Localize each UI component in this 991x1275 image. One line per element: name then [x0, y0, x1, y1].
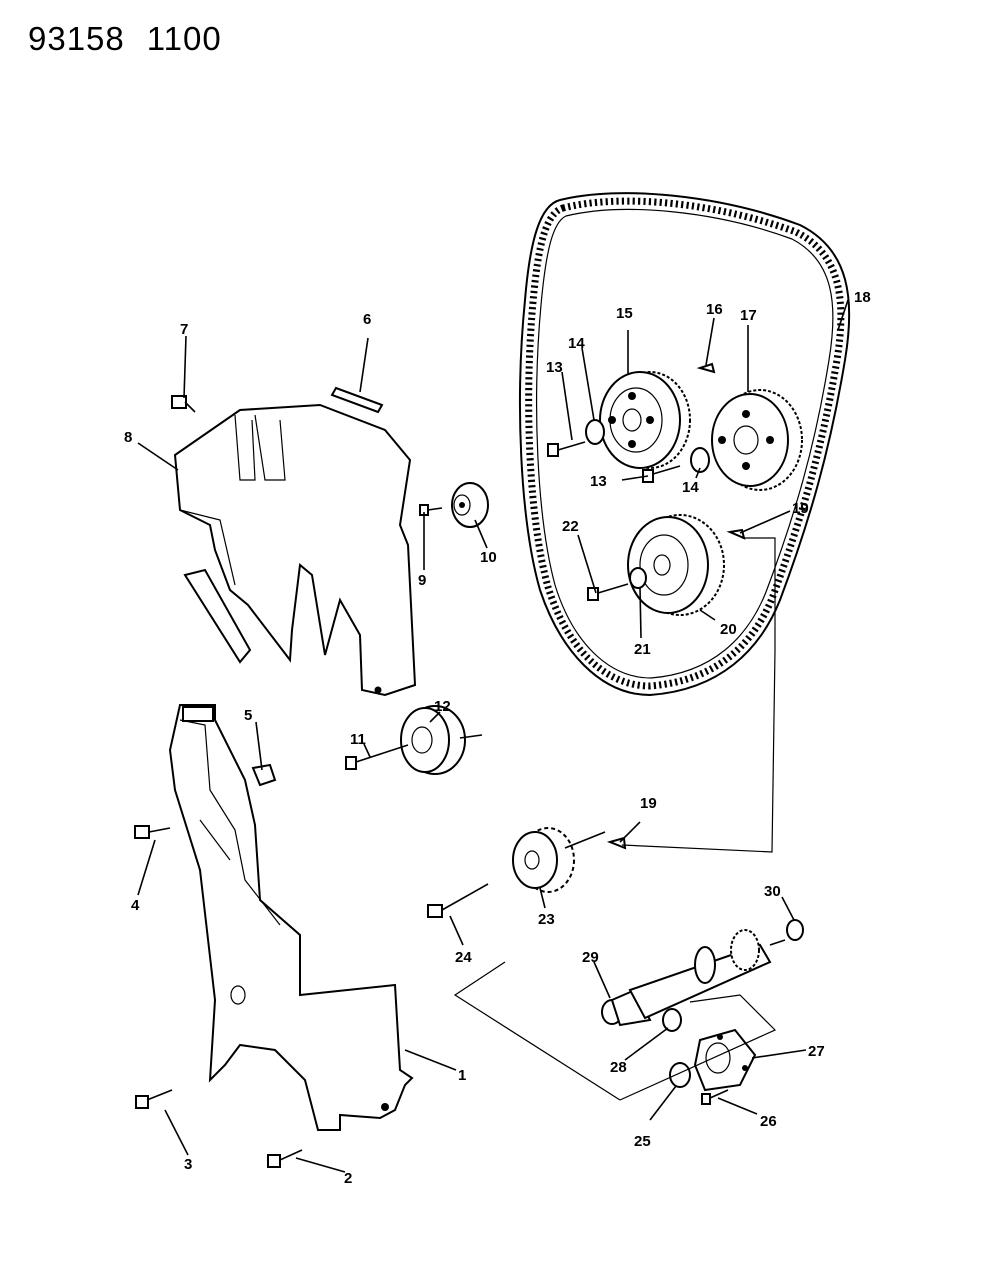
callouts: 1 2 3 4 5 6 7 8 9 10 11 12 13 13 14 14 1… [124, 289, 871, 1187]
seal-25 [669, 1062, 691, 1088]
callout-27: 27 [808, 1043, 825, 1060]
retainer-27 [693, 1028, 757, 1092]
callout-19b: 19 [640, 795, 657, 812]
cam-sprocket-left [599, 371, 691, 469]
callout-28: 28 [610, 1059, 627, 1076]
bolt-3 [135, 1089, 173, 1109]
callout-17: 17 [740, 307, 757, 324]
bolt-11 [345, 744, 409, 770]
woodruff-key-16 [696, 362, 716, 374]
callout-8: 8 [124, 429, 132, 446]
callout-4: 4 [131, 897, 140, 914]
callout-20: 20 [720, 621, 737, 638]
aux-sprocket-23 [512, 827, 606, 893]
washer-14b [690, 447, 710, 473]
callout-23: 23 [538, 911, 555, 928]
seal-28 [662, 1008, 682, 1032]
callout-14a: 14 [568, 335, 585, 352]
callout-29: 29 [582, 949, 599, 966]
callout-6: 6 [363, 311, 371, 328]
callout-3: 3 [184, 1156, 192, 1173]
callout-11: 11 [350, 731, 366, 748]
idler-pulley-10 [451, 482, 489, 528]
upper-timing-cover [173, 403, 417, 697]
crank-sprocket [627, 514, 725, 616]
bolt-2 [267, 1149, 303, 1168]
bolt-22 [587, 583, 629, 601]
callout-13a: 13 [546, 359, 563, 376]
callout-5: 5 [244, 707, 252, 724]
sheet-code: 1100 [146, 20, 222, 57]
bolt-13a [547, 441, 586, 457]
callout-16: 16 [706, 301, 723, 318]
callout-15: 15 [616, 305, 633, 322]
reference-lines [453, 537, 777, 1101]
callout-13b: 13 [590, 473, 607, 490]
leader-lines [137, 299, 849, 1173]
seal-strip-6 [330, 386, 384, 414]
washer-30 [786, 919, 804, 941]
callout-18: 18 [854, 289, 871, 306]
intermediate-shaft-29 [601, 929, 786, 1027]
callout-30: 30 [764, 883, 781, 900]
washer-21 [629, 567, 647, 589]
drawing-number: 93158 [28, 20, 125, 57]
cam-sprocket-right [711, 389, 803, 491]
callout-25: 25 [634, 1133, 651, 1150]
bolt-4 [134, 825, 171, 839]
lower-timing-cover [168, 704, 414, 1131]
washer-14a [585, 419, 605, 445]
callout-21: 21 [634, 641, 651, 658]
callout-26: 26 [760, 1113, 777, 1130]
callout-22: 22 [562, 518, 579, 535]
callout-10: 10 [480, 549, 497, 566]
callout-14b: 14 [682, 479, 699, 496]
clip-5 [251, 763, 277, 787]
callout-12: 12 [434, 698, 451, 715]
callout-2: 2 [344, 1170, 352, 1187]
bolt-7 [171, 395, 196, 413]
tensioner-pulley-12 [400, 705, 483, 775]
callout-19a: 19 [792, 500, 809, 517]
callout-24: 24 [455, 949, 472, 966]
callout-9: 9 [418, 572, 426, 589]
drawing-header: 93158 1100 [28, 20, 244, 58]
bolt-24 [427, 883, 489, 918]
callout-1: 1 [458, 1067, 466, 1084]
bolt-26 [701, 1089, 729, 1105]
callout-7: 7 [180, 321, 188, 338]
